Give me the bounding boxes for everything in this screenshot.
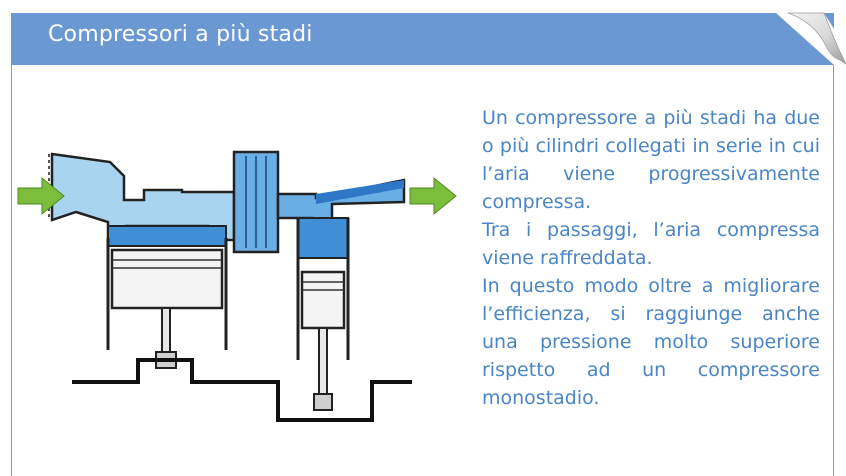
crankshaft	[72, 358, 412, 422]
paragraph-2: Tra i passaggi, l’aria compressa viene r…	[482, 219, 820, 269]
multistage-compressor-diagram	[17, 150, 457, 422]
outlet-arrow-icon	[409, 176, 457, 216]
paragraph-3: In questo modo oltre a migliorare l’effi…	[482, 275, 820, 409]
stage-2-piston	[300, 270, 346, 330]
header-bar	[11, 13, 834, 65]
stage-1-piston	[110, 248, 224, 310]
stage-1-chamber	[107, 225, 227, 247]
content-frame	[11, 65, 834, 476]
description-text: Un compressore a più stadi ha due o più …	[482, 104, 820, 412]
inlet-arrow-icon	[17, 176, 65, 216]
page-curl-icon	[776, 12, 846, 70]
stage-2-chamber	[297, 217, 349, 259]
paragraph-1: Un compressore a più stadi ha due o più …	[482, 107, 820, 213]
page-title: Compressori a più stadi	[48, 22, 313, 47]
